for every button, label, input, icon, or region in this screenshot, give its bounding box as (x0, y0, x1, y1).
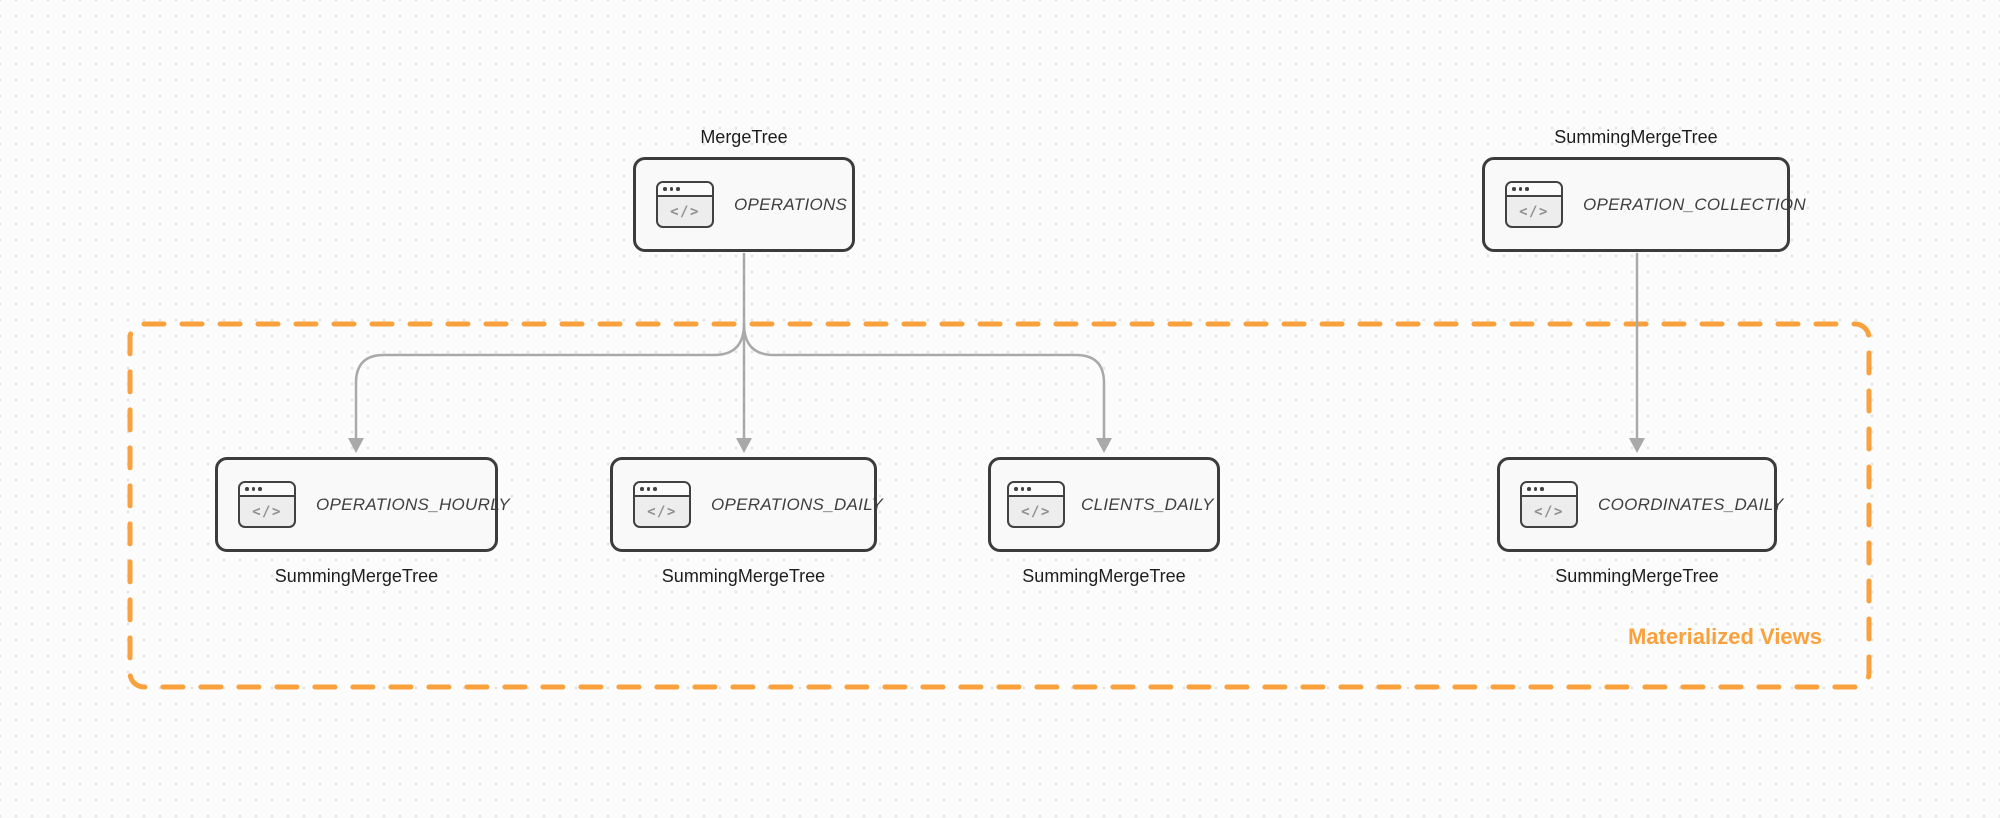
node-title: OPERATIONS_HOURLY (316, 494, 511, 514)
node-title: OPERATION_COLLECTION (1583, 194, 1806, 214)
node-operations-daily[interactable]: </> OPERATIONS_DAILY (610, 457, 883, 552)
code-glyph: </> (252, 503, 282, 520)
window-dots-icon (1507, 183, 1561, 197)
edge-operations-to-operations-hourly (354, 322, 746, 444)
code-glyph: </> (1021, 503, 1051, 520)
code-glyph: </> (647, 503, 677, 520)
materialized-views-label: Materialized Views (1628, 624, 1823, 649)
node-group-operations: MergeTree </> OPERATIONS (633, 126, 855, 252)
engine-label: MergeTree (700, 127, 788, 147)
engine-label: SummingMergeTree (1022, 566, 1186, 586)
engine-label: SummingMergeTree (1554, 127, 1718, 147)
code-glyph: </> (670, 203, 700, 220)
arrowhead-coordinates-daily (1629, 438, 1645, 453)
arrowhead-operations-daily (736, 438, 752, 453)
window-dots-icon (635, 483, 689, 497)
window-dots-icon (1009, 483, 1063, 497)
code-window-icon: </> (238, 481, 296, 528)
node-title: COORDINATES_DAILY (1598, 494, 1784, 514)
node-operations-hourly[interactable]: </> OPERATIONS_HOURLY (215, 457, 510, 552)
node-group-operations-hourly: </> OPERATIONS_HOURLY SummingMergeTree (215, 457, 510, 587)
arrowhead-clients-daily (1096, 438, 1112, 453)
code-window-icon: </> (633, 481, 691, 528)
node-title: CLIENTS_DAILY (1081, 494, 1214, 514)
engine-label: SummingMergeTree (661, 566, 826, 586)
code-window-icon: </> (656, 181, 714, 228)
materialized-views-boundary (127, 321, 1872, 690)
code-glyph: </> (1519, 203, 1549, 220)
code-window-icon: </> (1520, 481, 1578, 528)
node-coordinates-daily[interactable]: </> COORDINATES_DAILY (1497, 457, 1783, 552)
node-group-operations-daily: </> OPERATIONS_DAILY SummingMergeTree (610, 457, 883, 587)
node-group-clients-daily: </> CLIENTS_DAILY SummingMergeTree (988, 457, 1220, 587)
code-glyph: </> (1534, 503, 1564, 520)
node-group-coordinates-daily: </> COORDINATES_DAILY SummingMergeTree (1497, 457, 1783, 587)
window-dots-icon (658, 183, 712, 197)
window-dots-icon (240, 483, 294, 497)
node-clients-daily[interactable]: </> CLIENTS_DAILY (988, 457, 1220, 552)
engine-label: SummingMergeTree (274, 566, 439, 586)
window-dots-icon (1522, 483, 1576, 497)
code-window-icon: </> (1505, 181, 1563, 228)
node-title: OPERATIONS_DAILY (711, 494, 884, 514)
code-window-icon: </> (1007, 481, 1065, 528)
edge-operations-to-clients-daily (742, 322, 1106, 444)
arrowhead-operations-hourly (348, 438, 364, 453)
node-operations[interactable]: </> OPERATIONS (633, 157, 855, 252)
node-operation-collection[interactable]: </> OPERATION_COLLECTION (1482, 157, 1806, 252)
node-group-operation-collection: SummingMergeTree </> OPERATION_COLLECTIO… (1482, 126, 1806, 252)
node-title: OPERATIONS (734, 194, 848, 214)
engine-label: SummingMergeTree (1555, 566, 1719, 586)
